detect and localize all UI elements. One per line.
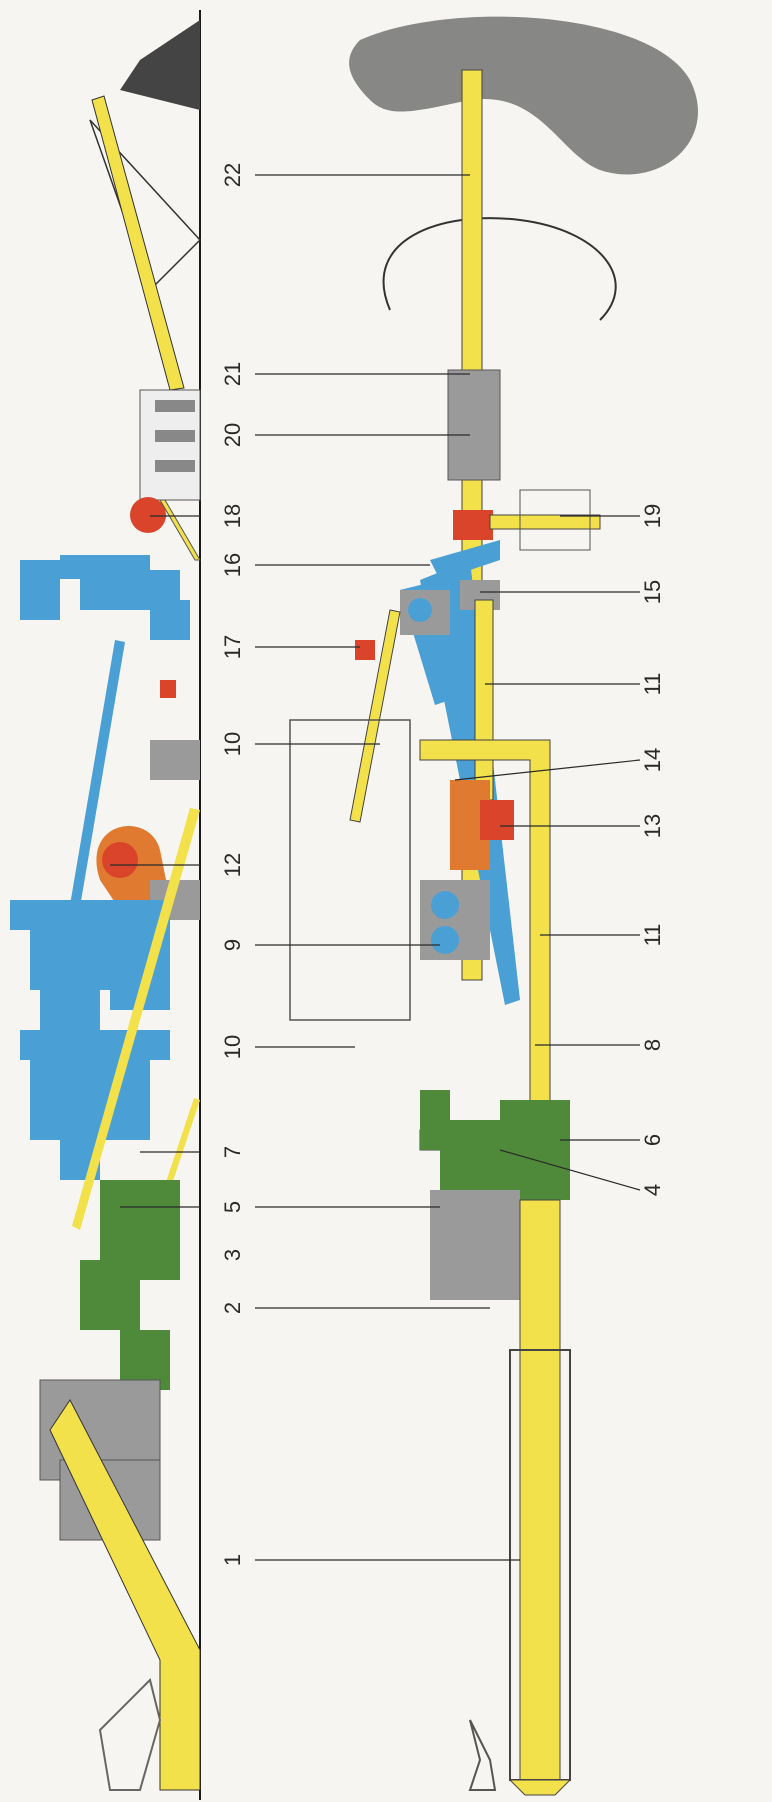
label-10-top: 10 [220,732,245,756]
label-11-top: 11 [640,673,665,696]
plan-filter-drum [431,891,459,919]
label-20: 20 [220,423,245,447]
plan-hopper-bottom [508,1779,572,1796]
elevation-red-unit-17 [160,680,176,698]
elevation-filter-bank [10,900,170,1180]
elevation-view [10,10,202,1800]
label-5: 5 [220,1201,245,1213]
plan-stockpile [349,16,698,175]
label-21: 21 [220,362,245,386]
plan-red-unit-17 [355,640,375,660]
elevation-red-unit-18 [130,497,166,533]
plan-base-structure-2 [430,1190,520,1300]
plan-transfer-conveyor-11 [474,599,494,801]
label-9: 9 [220,939,245,951]
label-16: 16 [220,553,245,577]
label-15: 15 [640,580,665,604]
leader-4 [499,1149,641,1191]
elevation-screen-deck [155,430,195,442]
elevation-grey-unit [150,740,200,780]
plan-yard-outline [289,719,411,1021]
elevation-rotary-drum [102,842,138,878]
elevation-stockpile [120,20,200,110]
label-14: 14 [640,748,665,772]
plan-stacker-arc [382,217,617,321]
plan-view [289,16,698,1796]
label-19: 19 [640,504,665,528]
elevation-screen-deck [155,460,195,472]
label-2: 2 [220,1302,245,1314]
elevation-conveyor [159,499,201,561]
label-12: 12 [220,853,245,877]
elevation-duct-diagonal [70,640,125,907]
elevation-screen-deck [155,400,195,412]
elevation-conveyor-diagonal [72,808,200,1230]
plan-grey-unit [519,489,591,551]
label-10-bottom: 10 [220,1035,245,1059]
plan-dump-truck [468,1719,497,1791]
elevation-stockpile-conveyor [91,95,185,391]
elevation-dump-truck [98,1678,162,1791]
plan-screen-house-20 [447,369,501,481]
label-22: 22 [220,163,245,187]
plan-branch-conveyor-19 [489,514,601,530]
plan-red-unit-19 [453,510,493,540]
plan-conveyor-10-upper [349,609,401,823]
elevation-feed-conveyor [49,1399,201,1791]
label-11-bottom: 11 [640,924,665,947]
elevation-crusher-station [80,1180,180,1390]
plan-red-unit-13 [480,800,514,840]
plan-feed-conveyor-1 [519,1199,561,1781]
label-18: 18 [220,504,245,528]
label-17: 17 [220,635,245,659]
label-6: 6 [640,1134,665,1146]
leader-14 [454,759,641,781]
plan-crusher-station [420,1090,570,1200]
label-8: 8 [640,1039,665,1051]
label-7: 7 [220,1146,245,1158]
plan-collector-drum [408,598,432,622]
leader-lines [110,174,641,1561]
label-13: 13 [640,814,665,838]
elevation-dust-collector-16 [20,555,190,640]
label-3: 3 [220,1249,245,1261]
label-1: 1 [220,1554,245,1566]
label-4: 4 [640,1184,665,1196]
plan-filter-drum [431,926,459,954]
number-labels: 22 21 20 18 16 17 10 12 9 10 7 5 3 2 1 1… [220,163,665,1566]
